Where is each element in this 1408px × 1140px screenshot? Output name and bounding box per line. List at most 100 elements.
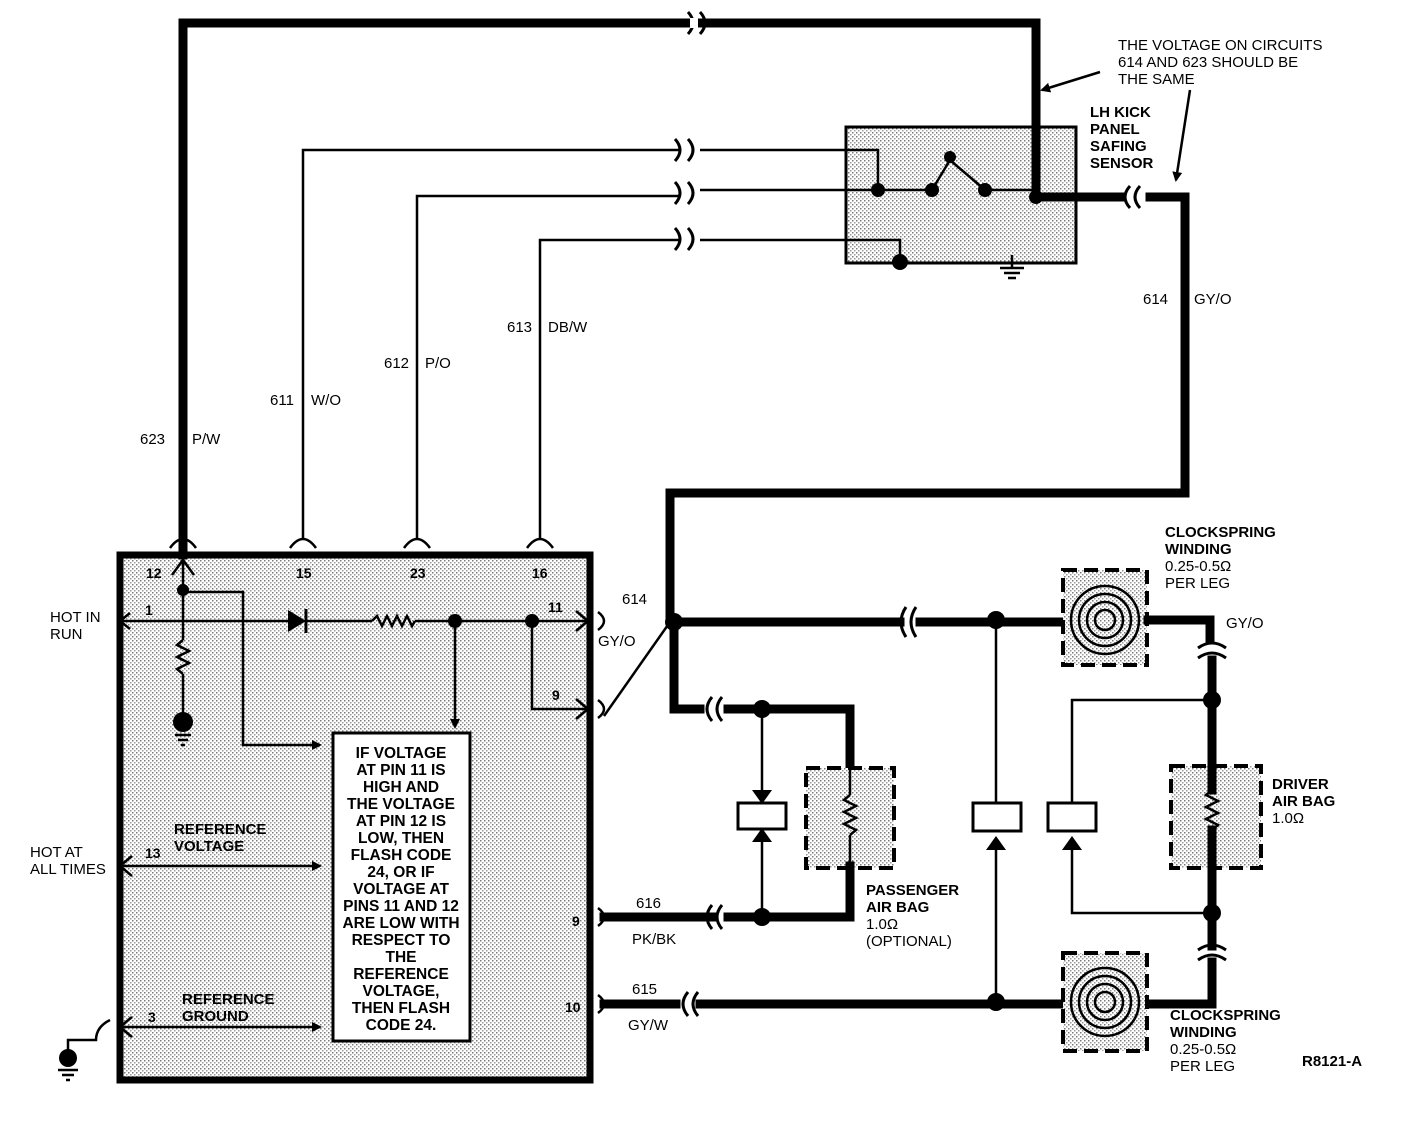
diag-note-line: VOLTAGE AT xyxy=(353,881,449,898)
wire-615 xyxy=(681,991,1065,1017)
pin-10-label: 10 xyxy=(565,999,581,1015)
note-arrow-1 xyxy=(1040,70,1101,93)
wire-623-number: 623 xyxy=(140,431,165,448)
hot-at-all-times-1: HOT AT xyxy=(30,844,83,861)
wire-623 xyxy=(178,10,1125,560)
diag-note-line: AT PIN 12 IS xyxy=(356,813,446,830)
sensor-ground-icon xyxy=(1000,255,1024,280)
clockspring-top-label-1: CLOCKSPRING xyxy=(1165,524,1276,541)
module-output-connectors xyxy=(597,611,717,1014)
pin-12-connector xyxy=(168,537,198,549)
wire-611-color: W/O xyxy=(311,392,341,409)
diag-note-line: THE VOLTAGE xyxy=(347,796,455,813)
clockspring-top xyxy=(1061,568,1227,709)
wire-614-number: 614 xyxy=(1143,291,1168,308)
pin-23-label: 23 xyxy=(410,565,426,581)
reference-voltage-2: VOLTAGE xyxy=(174,838,244,855)
hot-in-run-1: HOT IN xyxy=(50,609,101,626)
safing-sensor xyxy=(844,125,1078,280)
driver-airbag xyxy=(1046,695,1263,1009)
pin-12-label: 12 xyxy=(146,565,162,581)
note-line-1: THE VOLTAGE ON CIRCUITS xyxy=(1118,37,1322,54)
pin-15-label: 15 xyxy=(296,565,312,581)
wire-623-color: P/W xyxy=(192,431,221,448)
diag-note-line: VOLTAGE, xyxy=(363,983,440,1000)
diag-note-line: 24, OR IF xyxy=(367,864,434,881)
pin-9a-label: 9 xyxy=(552,687,560,703)
hot-in-run-2: RUN xyxy=(50,626,83,643)
reference-voltage-1: REFERENCE xyxy=(174,821,267,838)
diag-note-line: LOW, THEN xyxy=(358,830,444,847)
diag-note-line: REFERENCE xyxy=(353,966,449,983)
wire-613-number: 613 xyxy=(507,319,532,336)
module-ground-icon xyxy=(58,1018,111,1082)
pin-16-connector xyxy=(525,537,555,549)
wire-612-number: 612 xyxy=(384,355,409,372)
wire-gyo-right: GY/O xyxy=(1226,615,1264,632)
note-arrow-2 xyxy=(1172,89,1192,182)
sensor-label-4: SENSOR xyxy=(1090,155,1154,172)
wire-612-color: P/O xyxy=(425,355,451,372)
diagnostic-note-text: IF VOLTAGE AT PIN 11 IS HIGH AND THE VOL… xyxy=(342,745,459,1034)
passenger-airbag-label-1: PASSENGER xyxy=(866,882,959,899)
driver-airbag-label-2: AIR BAG xyxy=(1272,793,1335,810)
clockspring-bottom-label-4: PER LEG xyxy=(1170,1058,1235,1075)
diag-note-line: HIGH AND xyxy=(363,779,439,796)
clockspring-bottom-label-1: CLOCKSPRING xyxy=(1170,1007,1281,1024)
wire-615-color: GY/W xyxy=(628,1017,669,1034)
diag-note-line: CODE 24. xyxy=(366,1017,437,1034)
pin-16-label: 16 xyxy=(532,565,548,581)
diag-note-line: IF VOLTAGE xyxy=(356,745,447,762)
passenger-airbag xyxy=(705,709,896,930)
pin-9b-label: 9 xyxy=(572,913,580,929)
diagnostic-note-box xyxy=(331,731,472,1043)
wire-615-number: 615 xyxy=(632,981,657,998)
passenger-airbag-label-2: AIR BAG xyxy=(866,899,929,916)
pin-3-label: 3 xyxy=(148,1009,156,1025)
sensor-label-1: LH KICK xyxy=(1090,104,1151,121)
wire-614-color: GY/O xyxy=(1194,291,1232,308)
clockspring-top-label-2: WINDING xyxy=(1165,541,1232,558)
note-line-3: THE SAME xyxy=(1118,71,1195,88)
diag-note-line: AT PIN 11 IS xyxy=(356,762,445,779)
wire-616-number: 616 xyxy=(636,895,661,912)
passenger-airbag-label-4: (OPTIONAL) xyxy=(866,933,952,950)
note-line-2: 614 AND 623 SHOULD BE xyxy=(1118,54,1298,71)
clockspring-top-label-3: 0.25-0.5Ω xyxy=(1165,558,1231,575)
figure-id: R8121-A xyxy=(1302,1053,1362,1070)
sensor-label-3: SAFING xyxy=(1090,138,1147,155)
diag-note-line: FLASH CODE xyxy=(351,847,452,864)
diag-note-line: PINS 11 AND 12 xyxy=(343,898,459,915)
center-shorting-bar xyxy=(971,620,1023,1002)
wire-614 xyxy=(665,184,1190,625)
clockspring-top-label-4: PER LEG xyxy=(1165,575,1230,592)
reference-ground-2: GROUND xyxy=(182,1008,249,1025)
pin-23-connector xyxy=(402,537,432,549)
wire-611 xyxy=(301,137,846,540)
sensor-label-2: PANEL xyxy=(1090,121,1140,138)
reference-ground-1: REFERENCE xyxy=(182,991,275,1008)
wire-613-color: DB/W xyxy=(548,319,588,336)
passenger-airbag-label-3: 1.0Ω xyxy=(866,916,898,933)
driver-airbag-label-1: DRIVER xyxy=(1272,776,1329,793)
diag-note-line: RESPECT TO xyxy=(352,932,451,949)
diag-note-line: THE xyxy=(386,949,417,966)
driver-airbag-label-3: 1.0Ω xyxy=(1272,810,1304,827)
pin-13-label: 13 xyxy=(145,845,161,861)
bus-614 xyxy=(665,606,1065,775)
wire-611-number: 611 xyxy=(270,392,294,409)
diag-note-line: ARE LOW WITH xyxy=(342,915,459,932)
clockspring-bottom xyxy=(1061,951,1149,1053)
wire-612 xyxy=(415,180,846,540)
hot-at-all-times-2: ALL TIMES xyxy=(30,861,106,878)
wire-613 xyxy=(538,226,846,540)
module-internal-circuit xyxy=(117,557,590,1038)
pin-1-label: 1 xyxy=(145,602,153,618)
pin-15-connector xyxy=(288,537,318,549)
wire-616-color: PK/BK xyxy=(632,931,676,948)
wire-614-mod-color: GY/O xyxy=(598,633,636,650)
clockspring-bottom-label-2: WINDING xyxy=(1170,1024,1237,1041)
diag-note-line: THEN FLASH xyxy=(352,1000,450,1017)
wire-614-mod-number: 614 xyxy=(622,591,647,608)
